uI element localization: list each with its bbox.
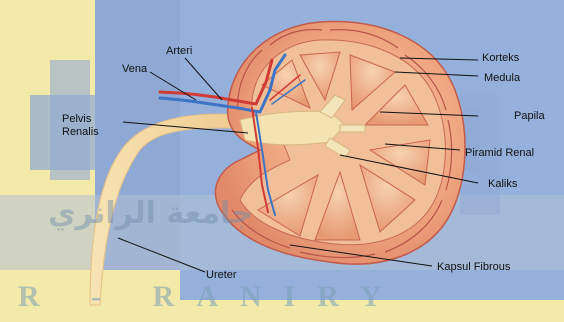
label-medula: Medula <box>484 72 520 84</box>
label-kapsul-fibrous: Kapsul Fibrous <box>437 261 510 273</box>
label-ureter: Ureter <box>206 269 237 281</box>
label-piramid-renal: Piramid Renal <box>465 147 534 159</box>
label-pelvis: Pelvis <box>62 113 91 125</box>
label-korteks: Korteks <box>482 52 519 64</box>
watermark-latin: R - RANIRY <box>18 280 404 314</box>
label-arteri: Arteri <box>166 45 192 57</box>
label-papila: Papila <box>514 110 545 122</box>
label-vena: Vena <box>122 63 147 75</box>
label-kaliks: Kaliks <box>488 178 517 190</box>
label-renalis: Renalis <box>62 126 99 138</box>
watermark-arabic: جامعة الرانري <box>48 196 253 231</box>
